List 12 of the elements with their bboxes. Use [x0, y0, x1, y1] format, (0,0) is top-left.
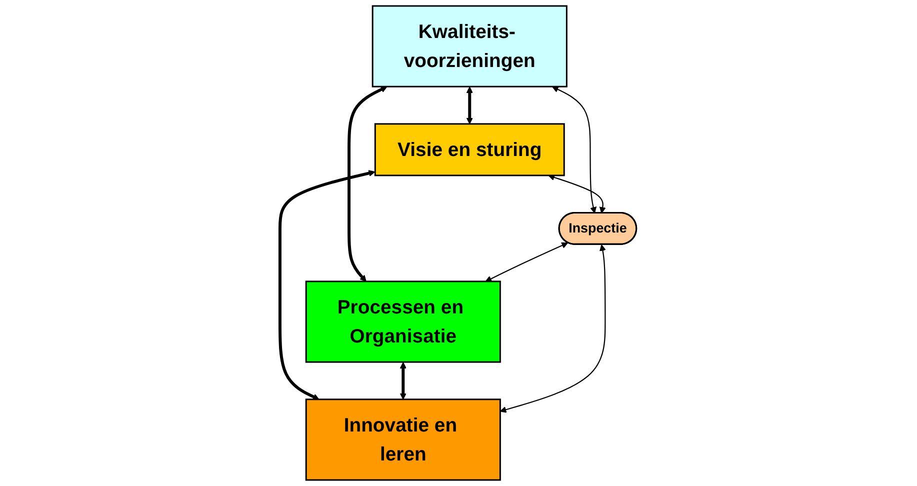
- arrow: [400, 362, 407, 400]
- arrow: [278, 170, 376, 400]
- node-box: Processen en Organisatie: [306, 280, 502, 363]
- arrow: [500, 244, 606, 413]
- arrow: [548, 174, 606, 214]
- arrow: [466, 86, 474, 124]
- arrow: [552, 86, 597, 214]
- node-box: Visie en sturing: [374, 123, 566, 176]
- node-box: Innovatie en leren: [306, 398, 502, 481]
- arrow: [348, 86, 388, 282]
- node-box: Kwaliteits- voorzieningen: [372, 5, 568, 88]
- arrow: [486, 242, 568, 282]
